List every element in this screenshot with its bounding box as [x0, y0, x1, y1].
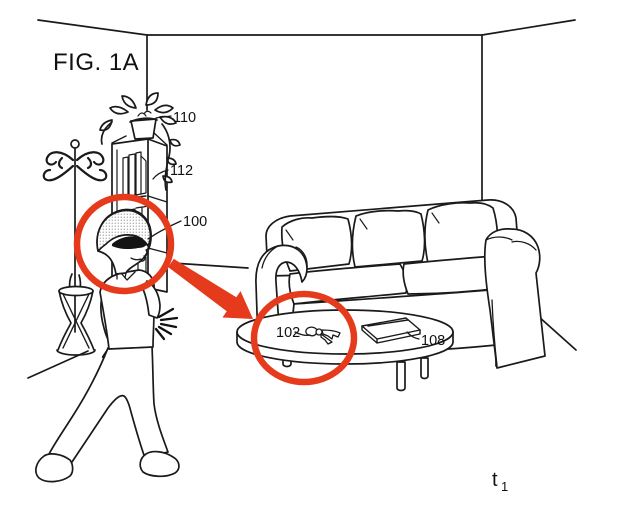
back-cushion-2: [351, 209, 426, 268]
stand-side-right: [80, 290, 95, 351]
highlight-circle-keys: [250, 290, 358, 386]
stand-cross-wires: [62, 293, 90, 349]
person-collar: [120, 271, 136, 281]
coat-rack-hooks: [42, 151, 108, 182]
plant-leaves: [99, 92, 181, 184]
umbrella-stand-drawing: [56, 273, 96, 356]
person-neck: [116, 272, 127, 280]
coffee-table-drawing: [236, 309, 454, 392]
person-pants: [43, 345, 169, 471]
right-floor-line: [537, 315, 577, 351]
stand-base-ring: [56, 349, 96, 356]
person-forward-arm: [142, 280, 161, 319]
person-forward-hand: [154, 307, 179, 341]
plant-pot-rim: [129, 117, 158, 123]
ceiling-edge: [37, 19, 576, 36]
couch-right-arm: [483, 228, 546, 369]
leader-108: [406, 331, 420, 340]
figure-title: FIG. 1A: [53, 49, 139, 76]
leader-102: [294, 331, 311, 337]
room-outline: [27, 19, 577, 379]
annotations: [73, 193, 358, 386]
stand-top-ring: [58, 285, 94, 297]
shelf-top-edges: [111, 131, 168, 146]
time-label-subscript: 1: [501, 479, 508, 494]
hanging-plant-drawing: [99, 92, 181, 191]
ref-label-bookshelf: 112: [170, 163, 193, 179]
leader-110: [155, 115, 172, 119]
stand-side-left: [57, 290, 72, 351]
person-drawing: [34, 208, 180, 483]
ref-label-plant: 110: [173, 110, 196, 126]
plant-vine-left: [100, 121, 113, 145]
plant-pot: [130, 118, 157, 140]
figure-labels: FIG. 1A 110 112 100 102 108 t 1: [53, 49, 508, 494]
plant-vine-right: [161, 123, 171, 191]
back-wall-floor-line: [171, 262, 249, 269]
book-drawing: [361, 317, 421, 344]
person-face-features: [130, 242, 149, 262]
plant-inner-leaves: [137, 110, 152, 117]
table-leg-middle: [396, 361, 406, 392]
highlight-circle-glasses: [73, 193, 175, 295]
ref-label-keys: 102: [276, 325, 300, 341]
person-waist: [108, 346, 154, 350]
person-rear-shoe: [34, 453, 74, 483]
couch-drawing: [255, 199, 546, 369]
coat-rack-finial: [70, 139, 80, 149]
table-leg-right: [420, 357, 429, 380]
time-label-base: t: [492, 469, 498, 491]
smart-glasses-drawing: [106, 236, 147, 250]
ref-label-book: 108: [421, 333, 445, 349]
ref-label-smart-glasses: 100: [183, 214, 207, 230]
leader-lines: [147, 115, 420, 340]
leader-100: [147, 220, 182, 240]
attention-arrow: [168, 258, 253, 319]
person-front-shoe: [139, 450, 180, 478]
leader-112: [152, 169, 169, 180]
back-cushion-3: [424, 201, 499, 264]
keys-drawing: [305, 326, 341, 345]
